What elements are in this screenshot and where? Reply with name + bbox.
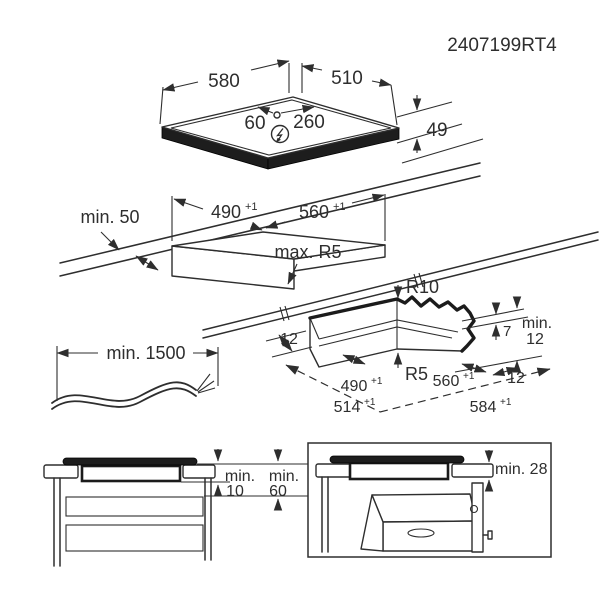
- drawer-front-2: [65, 524, 204, 552]
- dim-cutout-width-tol: +1: [333, 201, 346, 213]
- dim-min-clearance-label: min.: [522, 315, 552, 332]
- dim-hob-height: 49: [426, 120, 447, 141]
- dim-corner-outer-depth-tol: +1: [364, 397, 376, 408]
- dim-drawer-gap-value-1: 10: [226, 483, 244, 500]
- oven-side-panel: [471, 482, 484, 553]
- drawer-cabinet-view: min. 10 min. 60: [43, 449, 308, 567]
- dim-hob-width: 580: [208, 71, 240, 92]
- hob-glass-section: [62, 457, 198, 466]
- cable-stripped-end: [196, 373, 216, 394]
- dim-corner-radius-top: R10: [406, 277, 439, 297]
- hob-glass-surface: [161, 96, 400, 159]
- built-in-oven: [360, 482, 493, 553]
- dim-drawer-gap-label-1: min.: [225, 468, 255, 485]
- dim-cutout-radius: max. R5: [274, 242, 341, 262]
- worktop-cutout-view: 490 +1 560 +1 min. 50 max. R5: [59, 162, 599, 339]
- dim-cutout-depth-tol: +1: [245, 201, 258, 213]
- cable-curve-bottom: [51, 387, 197, 410]
- oven-hinge: [469, 504, 479, 514]
- corner-torn-edge: [308, 295, 476, 353]
- cable-curve-top: [51, 381, 197, 404]
- dim-corner-outer-width-tol: +1: [500, 397, 512, 408]
- worktop-left: [315, 463, 355, 478]
- dim-hob-depth: 510: [331, 68, 363, 89]
- corner-detail-view: R10 R5 12 7 min. 12 12 490 +1 560 +1 514…: [265, 277, 552, 416]
- worktop-right: [182, 464, 216, 479]
- dim-cutout-depth: 490: [211, 202, 241, 222]
- dim-corner-radius-bottom: R5: [405, 364, 428, 384]
- dim-conn-right: 260: [293, 112, 325, 133]
- dim-cutout-width: 560: [299, 202, 329, 222]
- hob-body-section: [80, 464, 182, 483]
- dim-edge-clearance: min. 50: [80, 207, 139, 227]
- dim-corner-inner-width-tol: +1: [463, 371, 475, 382]
- dim-corner-outer-depth: 514: [334, 399, 361, 416]
- break-mark: [413, 272, 424, 289]
- dim-glass-thickness: 7: [503, 323, 511, 340]
- hob-body-section: [348, 461, 450, 481]
- dim-overhang-left: 12: [280, 331, 298, 348]
- document-code: 2407199RT4: [447, 35, 557, 56]
- dim-corner-inner-depth-tol: +1: [371, 376, 383, 387]
- cutout-opening: [171, 231, 386, 260]
- hob-top-view: 580 510 60 260 49: [159, 59, 484, 170]
- oven-cabinet-view: min. 28: [307, 442, 552, 558]
- worktop-left: [43, 464, 79, 479]
- dim-oven-clearance: min. 28: [495, 461, 548, 478]
- dim-overhang-right: 12: [507, 370, 525, 387]
- drawer-front-1: [65, 496, 204, 517]
- hob-glass-section: [329, 455, 465, 464]
- dim-cable-length: min. 1500: [106, 343, 185, 363]
- break-mark: [279, 305, 290, 322]
- hob-glass-inner-edge: [170, 99, 392, 156]
- dim-min-clearance-value: 12: [526, 331, 544, 348]
- oven-door-handle: [407, 528, 435, 538]
- dim-conn-left: 60: [244, 113, 265, 134]
- dim-drawer-gap-label-2: min.: [269, 468, 299, 485]
- power-connection-icon: [270, 124, 290, 144]
- connection-point: [273, 111, 281, 119]
- oven-side-knob: [487, 530, 493, 540]
- dim-corner-outer-width: 584: [470, 399, 497, 416]
- oven-top-panel: [371, 493, 477, 523]
- worktop-right: [451, 463, 494, 478]
- dim-drawer-gap-value-2: 60: [269, 483, 287, 500]
- oven-left-side: [360, 494, 384, 552]
- cable-view: min. 1500: [51, 343, 219, 410]
- dim-corner-inner-width: 560: [433, 373, 460, 390]
- dim-corner-inner-depth: 490: [341, 378, 368, 395]
